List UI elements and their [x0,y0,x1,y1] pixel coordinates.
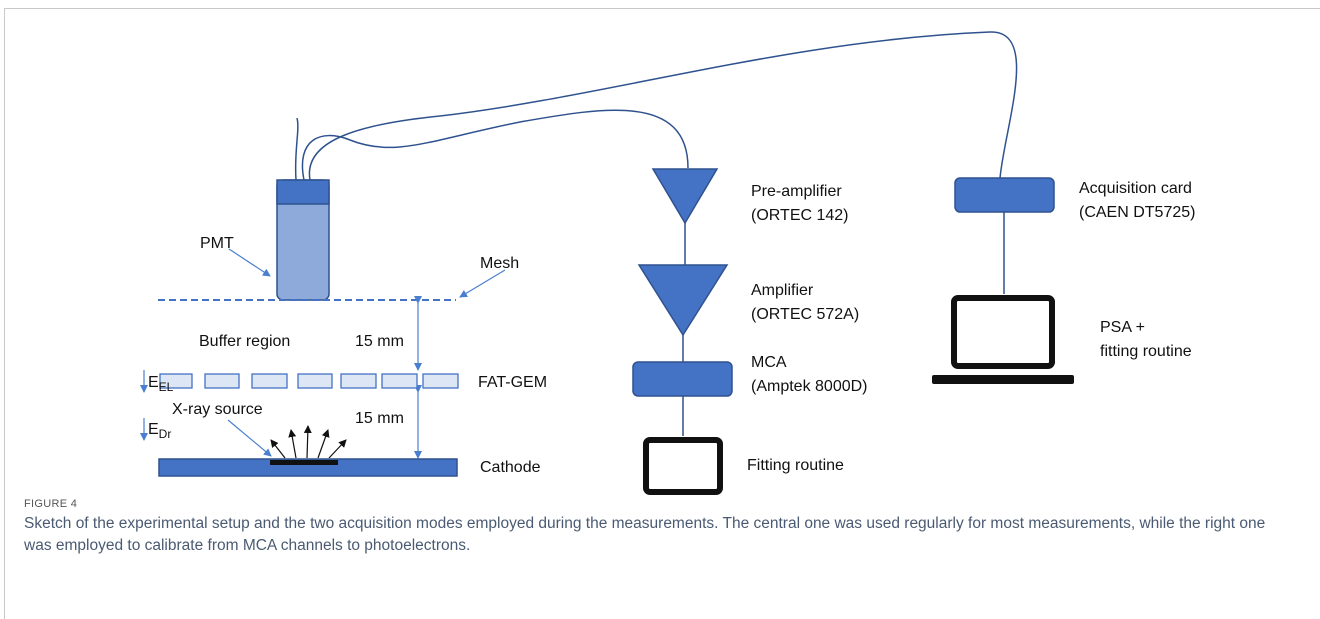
laptop-icon [932,295,1074,384]
fitting-routine-label: Fitting routine [747,457,844,474]
fat-gem-segment [422,373,459,389]
mesh-pointer-arrow [459,269,506,298]
amplifier-label: Amplifier(ORTEC 572A) [751,282,859,323]
mesh-label: Mesh [480,255,519,272]
e-el-main: E [148,374,159,391]
e-dr-label: EDr [148,421,171,441]
fat-gem-label: FAT-GEM [478,374,547,391]
fat-gem-segment [381,373,418,389]
xray-emission-arrows [270,425,347,459]
figure-number: FIGURE 4 [24,498,78,510]
gap-top-label: 15 mm [355,333,404,350]
preamplifier-label: Pre-amplifier(ORTEC 142) [751,183,849,224]
pmt-cap [276,179,330,205]
xray-source-label: X-ray source [172,401,263,418]
setup-diagram: PMT Mesh Buffer region 15 mm 15 mm FAT-G… [140,31,1195,495]
cathode-label: Cathode [480,459,541,476]
cable-to-preamp [301,109,689,181]
e-el-subscript: EL [159,380,174,394]
acquisition-card-box [954,177,1055,213]
pmt-pointer-arrow [228,248,271,277]
fat-gem-segment [159,373,193,389]
fat-gem-segment [251,373,288,389]
fat-gem-segment [340,373,377,389]
acquisition-card-label: Acquisition card(CAEN DT5725) [1079,180,1195,221]
preamplifier-symbol [651,168,719,225]
pmt-lead-wire [294,117,299,181]
mca-label: MCA(Amptek 8000D) [751,354,868,395]
e-el-label: EEL [148,374,174,394]
pmt-label: PMT [200,235,234,252]
figure-caption: FIGURE 4 Sketch of the experimental setu… [24,498,1294,557]
amplifier-symbol [637,264,729,337]
fat-gem-plate [159,373,459,389]
cable-to-acquisition-card [308,31,1018,181]
pmt [276,179,330,301]
cathode-plate [158,458,458,477]
e-dr-main: E [148,421,159,438]
signal-cables [294,31,1018,181]
xray-source-pointer-arrow [227,419,272,457]
fat-gem-segment [204,373,240,389]
figure-frame [4,8,1320,619]
gap-bottom-label: 15 mm [355,410,404,427]
buffer-region-label: Buffer region [199,333,290,350]
psa-fitting-label: PSA +fitting routine [1100,319,1192,360]
e-dr-subscript: Dr [159,427,172,441]
mca-box [632,361,733,397]
fat-gem-segment [297,373,333,389]
caption-text: Sketch of the experimental setup and the… [24,515,1266,554]
xray-source-block [270,460,338,465]
laptop-icon [643,437,723,495]
